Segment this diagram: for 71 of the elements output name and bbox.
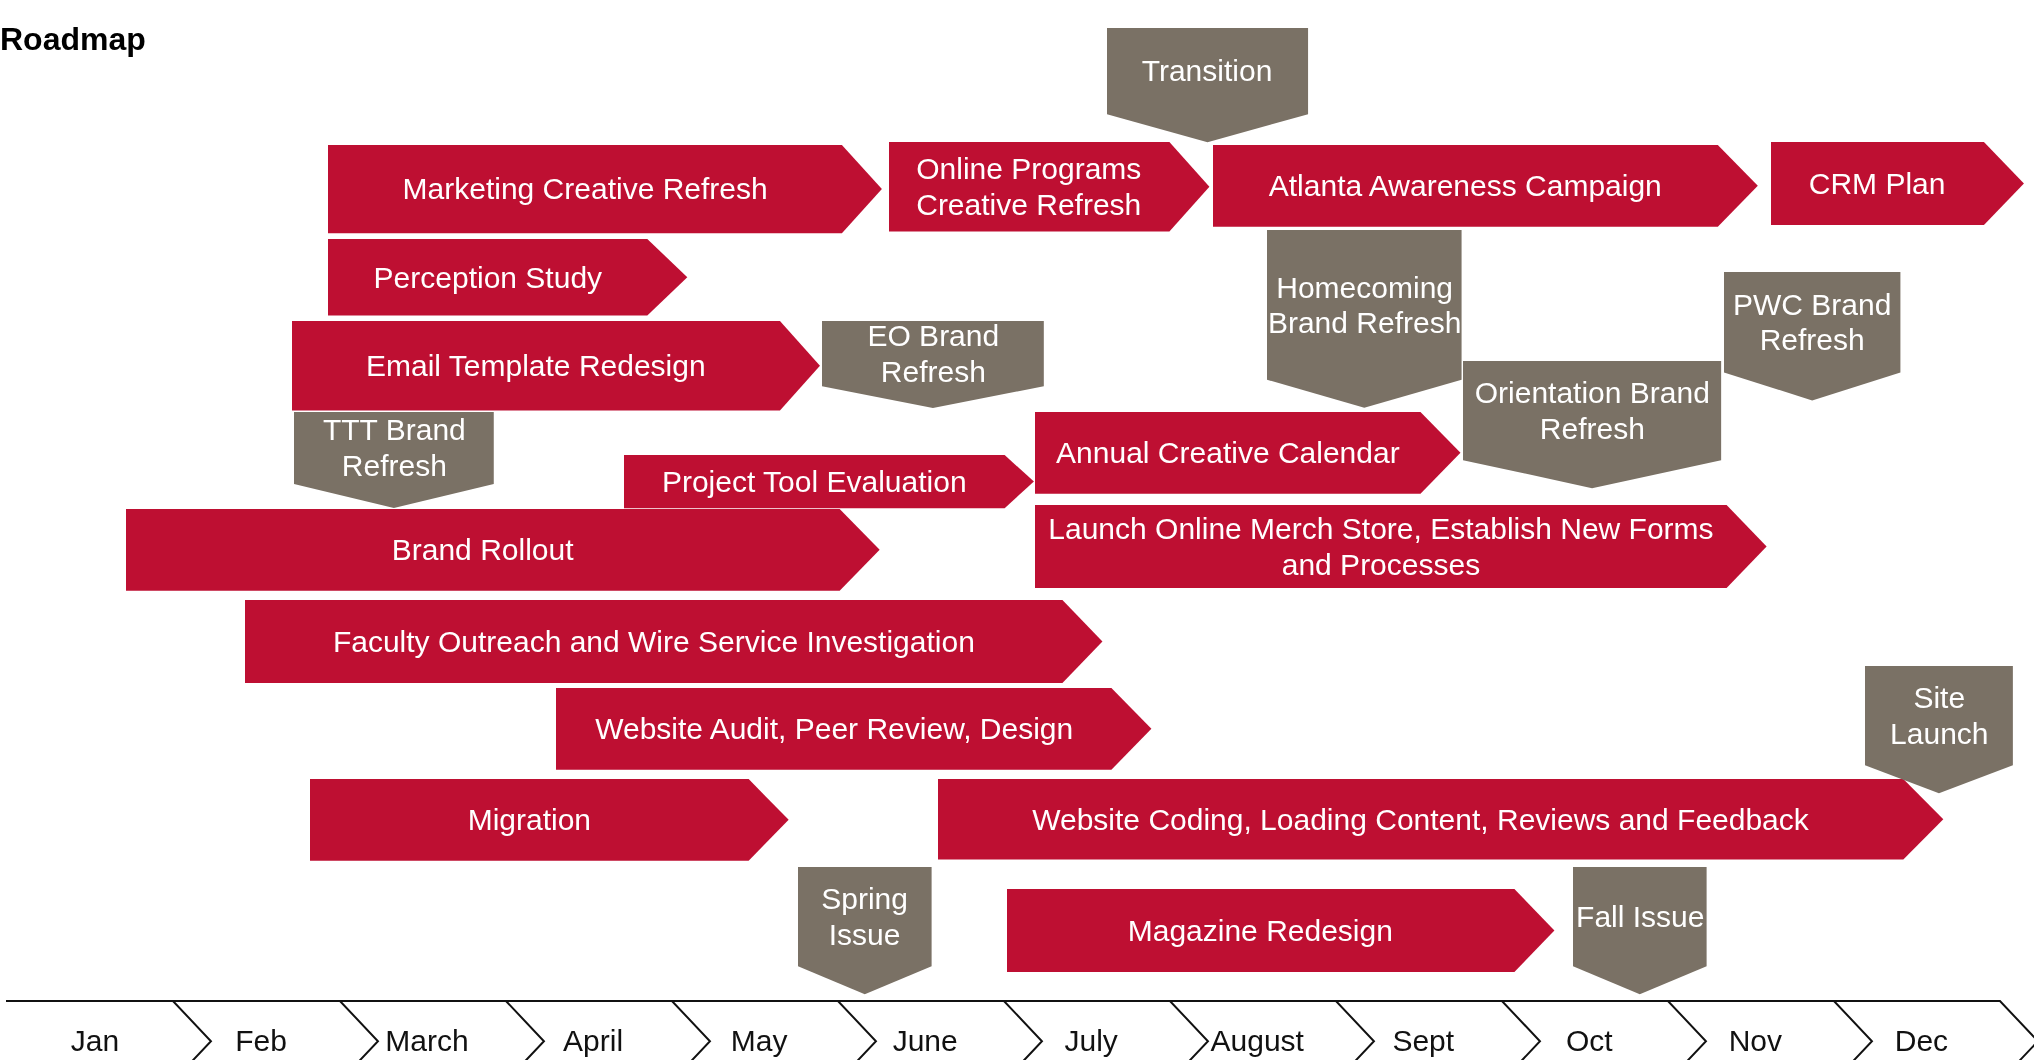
month-chevron (1168, 1000, 1374, 1060)
task-label: Migration (466, 802, 593, 839)
task-label: Annual Creative Calendar (1055, 435, 1401, 472)
month-chevron (670, 1000, 876, 1060)
milestone-marker (1723, 271, 1901, 401)
task-label: Email Template Redesign (365, 348, 707, 385)
month-chevron (1500, 1000, 1706, 1060)
month-label: Jan (69, 1023, 121, 1060)
task-banner (1035, 411, 1461, 494)
milestone-label: Transition (1140, 53, 1274, 90)
task-banner (937, 779, 1944, 860)
month-label: Sept (1391, 1023, 1456, 1060)
month-label: April (562, 1023, 625, 1060)
task-label: Launch Online Merch Store, Establish New Forms and Processes (1047, 511, 1715, 583)
milestone-marker (1573, 867, 1708, 995)
milestone-label: EO Brand Refresh (866, 321, 1001, 387)
month-label: Feb (234, 1023, 288, 1060)
milestone-marker (1106, 27, 1308, 143)
month-label: May (729, 1023, 789, 1060)
month-chevron (1002, 1000, 1208, 1060)
task-banner (291, 321, 820, 411)
month-label: Dec (1893, 1023, 1950, 1060)
task-banner (623, 454, 1034, 508)
task-banner (310, 779, 789, 861)
milestone-label: Homecoming Brand Refresh (1267, 269, 1462, 342)
milestone-label: Fall Issue (1575, 899, 1706, 936)
task-banner (245, 600, 1103, 683)
task-banner (328, 144, 883, 233)
month-label: Oct (1565, 1023, 1614, 1060)
task-label: Project Tool Evaluation (660, 463, 968, 500)
task-banner (1035, 505, 1767, 589)
milestone-marker (1463, 361, 1722, 489)
milestone-label: PWC Brand Refresh (1731, 286, 1893, 358)
task-label: CRM Plan (1807, 165, 1947, 202)
milestone-label: Site Launch (1889, 680, 1990, 752)
task-label: Marketing Creative Refresh (401, 171, 769, 208)
month-label: July (1063, 1023, 1119, 1060)
month-chevron (1666, 1000, 1872, 1060)
month-chevron (1832, 1000, 2034, 1060)
month-chevron (504, 1000, 710, 1060)
task-label: Faculty Outreach and Wire Service Investigation (331, 623, 976, 660)
task-banner (1212, 144, 1758, 227)
month-chevron (172, 1000, 378, 1060)
milestone-label: Spring Issue (820, 881, 909, 953)
task-label: Website Audit, Peer Review, Design (594, 711, 1075, 748)
task-banner (328, 239, 688, 316)
month-label: March (384, 1023, 470, 1060)
task-label: Perception Study (372, 259, 604, 296)
milestone-label: Orientation Brand Refresh (1473, 375, 1711, 447)
task-label: Magazine Redesign (1126, 913, 1394, 950)
month-label: June (891, 1023, 959, 1060)
month-label: August (1209, 1023, 1305, 1060)
page-title: Roadmap (0, 21, 147, 59)
month-chevron (836, 1000, 1042, 1060)
month-chevron (1334, 1000, 1540, 1060)
month-chevron (338, 1000, 544, 1060)
month-chevron (6, 1000, 212, 1060)
milestone-marker (1267, 230, 1462, 408)
task-label: Website Coding, Loading Content, Reviews and Feedback (1031, 801, 1810, 838)
milestone-marker (797, 867, 932, 995)
task-banner (1770, 142, 2024, 226)
task-banner (888, 142, 1209, 232)
task-label: Online Programs Creative Refresh (915, 151, 1143, 223)
task-label: Brand Rollout (390, 532, 575, 569)
task-label: Atlanta Awareness Campaign (1267, 167, 1663, 204)
milestone-label: TTT Brand Refresh (321, 412, 467, 484)
task-banner (556, 688, 1152, 770)
month-label: Nov (1727, 1023, 1784, 1060)
milestone-marker (822, 321, 1045, 408)
task-banner (1006, 889, 1554, 973)
milestone-marker (1865, 666, 2014, 794)
